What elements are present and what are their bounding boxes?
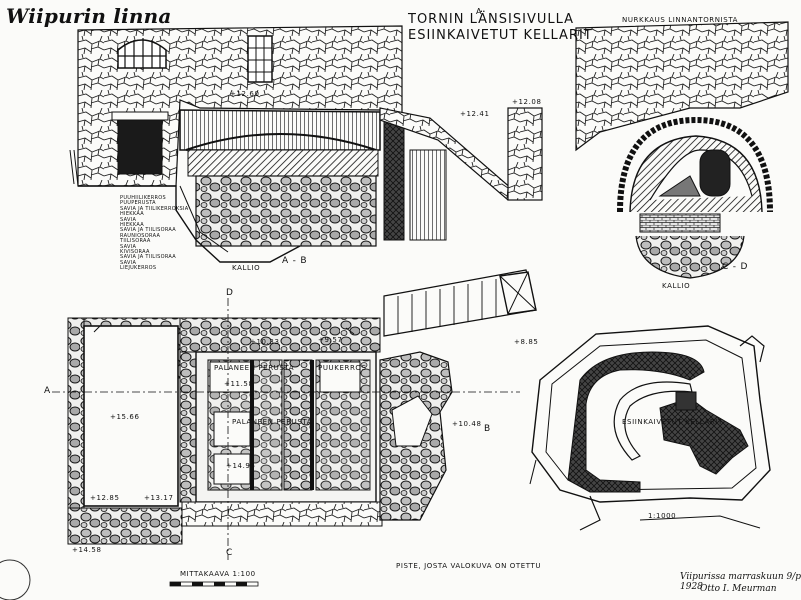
scale-label: MITTAKAAVA 1:100 (180, 570, 256, 578)
legend-line: PUUHIILIKERROS (120, 195, 166, 201)
legend-line: PUUPERUSTA (120, 200, 156, 207)
legend-line: SAVIA (120, 216, 137, 223)
room-label-1: PALANEEN PERUSTA (214, 364, 295, 372)
label-kallio-left: KALLIO (232, 264, 261, 272)
site-plan-label: ESIINKAIVETUT KELLARIT (622, 418, 723, 426)
signature-name: Otto I. Meurman (700, 584, 777, 594)
legend-line: RAUNIOSORAA (120, 232, 161, 239)
legend-line: HIEKKAA (120, 211, 144, 218)
legend-line: SAVIA (120, 243, 137, 250)
heading-marker: A (476, 7, 483, 16)
legend-line: SAVIA JA TIILISORAA (120, 227, 176, 234)
elevation-mark: +14.95 (226, 462, 256, 470)
elevation-mark: +9.57 (318, 336, 343, 344)
signature-date: Viipurissa marraskuun 9/p 1928 (680, 572, 801, 592)
photo-point-note: PISTE, JOSTA VALOKUVA ON OTETTU (396, 562, 542, 570)
image-title: Wiipurin linna (6, 4, 172, 28)
label-section-cd: C - D (722, 262, 749, 272)
room-label-2: PALANEEN PERUSTA (232, 418, 313, 426)
elevation-mark: +8.85 (514, 338, 539, 346)
floor-plan (52, 269, 537, 560)
legend-line: SAVIA (120, 259, 137, 266)
elevation-mark: +12.41 (460, 110, 490, 118)
elevation-mark: +12.60 (230, 90, 260, 98)
legend-line: KIVISORAA (120, 249, 150, 256)
elevation-mark: +14.58 (72, 546, 102, 554)
archive-stamp (0, 559, 31, 600)
legend-line: TIILISORAA (120, 238, 151, 245)
mark-d: D (226, 288, 234, 298)
legend-line: HIEKKAA (120, 222, 144, 229)
elevation-mark: +12.08 (512, 98, 542, 106)
mark-b: B (484, 424, 491, 434)
elevation-mark: +10.33 (250, 338, 280, 346)
site-plan (529, 325, 771, 531)
elevation-mark: +10.48 (452, 420, 482, 428)
label-section-ab: A - B (282, 256, 308, 266)
drawing-heading: A TORNIN LÄNSISIVULLA ESIINKAIVETUT KELL… (408, 7, 593, 44)
legend-line: SAVIA JA TIILISORAA (120, 254, 176, 261)
elevation-mark: +15.66 (110, 413, 140, 421)
stratigraphy-legend: PUUHIILIKERROS PUUPERUSTA SAVIA JA TIILI… (120, 195, 189, 272)
legend-line: LIEJUKERROS (120, 265, 157, 272)
elevation-ab (69, 25, 543, 263)
elevation-mark: +12.85 (90, 494, 120, 502)
label-kallio-right: KALLIO (662, 282, 691, 290)
elevation-mark: +13.17 (144, 494, 174, 502)
mark-c: C (226, 548, 234, 558)
heading-line-2: ESIINKAIVETUT KELLARIT (408, 28, 593, 43)
site-scale-label: 1:1000 (648, 512, 677, 520)
mark-a: A (44, 386, 51, 396)
room-label-3: PUUKERROS (318, 364, 367, 372)
elevation-mark: +11.58 (224, 380, 254, 388)
legend-line: SAVIA JA TIILIKERROKSIA (120, 205, 189, 212)
label-corner-tower: NURKKAUS LINNANTORNISTA (622, 16, 739, 24)
scale-bar (169, 581, 259, 587)
heading-line-1: TORNIN LÄNSISIVULLA (408, 12, 575, 27)
section-cd (575, 21, 789, 279)
